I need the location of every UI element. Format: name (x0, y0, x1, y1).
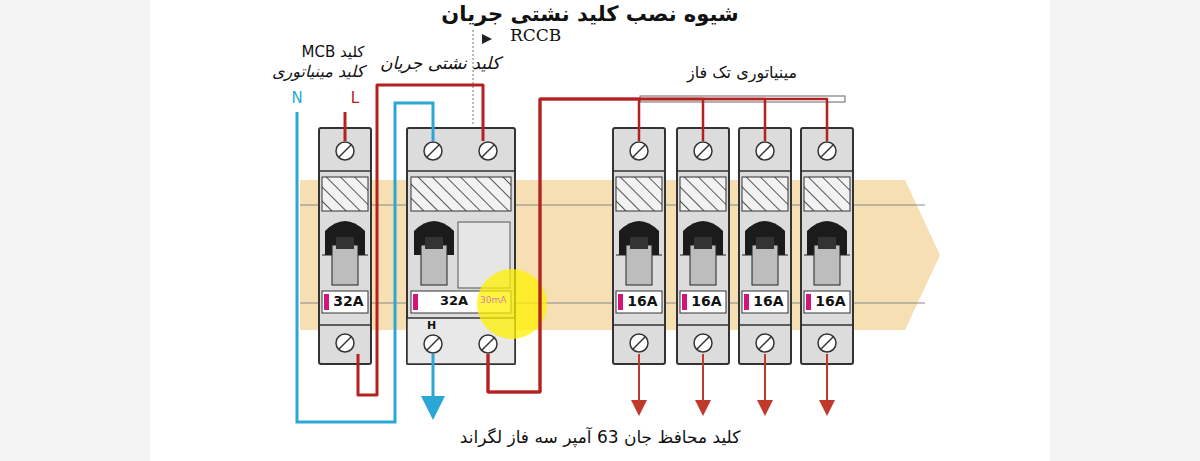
phase-wire (358, 85, 483, 395)
mcb-breaker (319, 128, 371, 364)
rccb-name: کلید نشتی جریان (380, 54, 500, 74)
rating-text: 16A (815, 294, 845, 309)
page-panel (150, 0, 1050, 461)
neutral-label: N (291, 90, 302, 107)
rating-text: 16A (627, 294, 657, 309)
diagram-title: شیوه نصب کلید نشتی جریان (441, 2, 738, 26)
rating-text: 30mA (480, 296, 506, 306)
neutral-out-arrow (432, 354, 435, 408)
breaker-node: 16A (612, 127, 666, 365)
breaker-node: 32A (318, 127, 372, 365)
output-arrow (638, 354, 640, 408)
mcb-name: کلید مینیاتوری (272, 63, 364, 81)
rccb-label: RCCB (510, 26, 561, 46)
phase-wire (488, 99, 703, 392)
output-arrow (764, 354, 766, 408)
breaker-node: 16A (800, 127, 854, 365)
mcb-breaker (739, 128, 791, 364)
highlight-circle (477, 269, 547, 339)
phase-label: L (351, 90, 359, 107)
breaker-node: 16A (676, 127, 730, 365)
group-label: مینیاتوری تک فاز (687, 64, 797, 82)
phase-wire (488, 99, 827, 392)
neutral-wire (297, 103, 433, 422)
breaker-node: 16A (738, 127, 792, 365)
mcb-breaker (677, 128, 729, 364)
diagram-caption: کلید محافظ جان 63 آمپر سه فاز لگراند (460, 428, 740, 448)
rating-text: 16A (753, 294, 783, 309)
pointer-arrow (482, 34, 492, 44)
rating-text: 32A (333, 294, 363, 309)
output-arrow (702, 354, 704, 408)
mcb-breaker (801, 128, 853, 364)
output-arrow (826, 354, 828, 408)
rccb-node: 32A 30mA H (406, 127, 516, 365)
mcb-breaker (613, 128, 665, 364)
phase-wire (488, 99, 639, 392)
rating-text: H (427, 320, 436, 332)
rating-text: 16A (691, 294, 721, 309)
phase-wire (344, 112, 347, 141)
phase-wire (488, 99, 765, 392)
rating-text: 32A (440, 294, 468, 308)
leader-line (473, 30, 474, 126)
mcb-label: کلید MCB (302, 44, 365, 61)
